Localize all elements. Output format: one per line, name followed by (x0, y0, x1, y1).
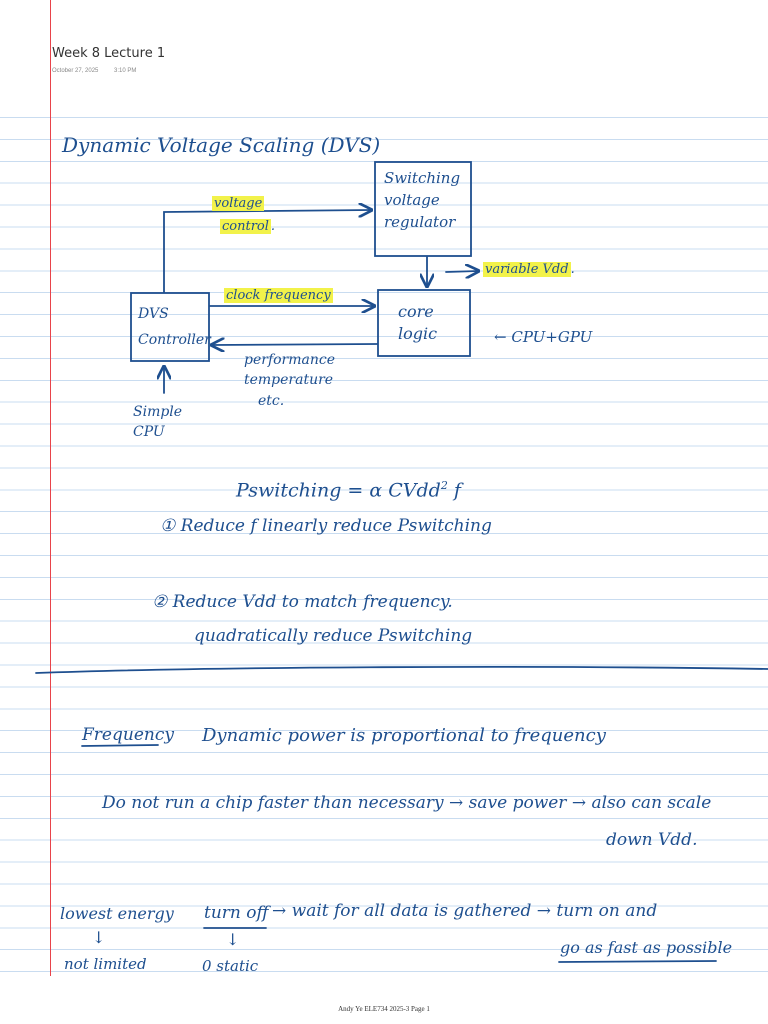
page-time: 3:10 PM (114, 68, 137, 74)
voltage-control-label: voltage control. (212, 196, 276, 234)
section-divider (35, 666, 768, 674)
page-footer: Andy Ye ELE734 2025-3 Page 1 (338, 1005, 430, 1013)
page-title: Week 8 Lecture 1 (52, 46, 166, 61)
variable-vdd-label: variable Vdd. (483, 262, 575, 277)
turn-off-sequence: → wait for all data is gathered → turn o… (272, 901, 658, 921)
zero-static-label: 0 static (202, 957, 259, 975)
advice-line-2: down Vdd. (606, 830, 698, 850)
core-logic-label: core logic (398, 302, 438, 343)
controller-label: DVS Controller (138, 306, 211, 348)
not-limited-label: not limited (64, 955, 147, 973)
voltage-control-arrow (163, 210, 371, 293)
down-arrow-middle: ↓ (226, 930, 240, 949)
page-date: October 27, 2025 (52, 68, 99, 74)
core-logic-box (377, 289, 471, 357)
point-2: ② Reduce Vdd to match frequency. quadrat… (152, 592, 473, 646)
frequency-text: Dynamic power is proportional to frequen… (202, 725, 606, 746)
margin-line (50, 0, 51, 976)
notes-heading: Dynamic Voltage Scaling (DVS) (62, 133, 381, 157)
go-fast-label: go as fast as possible (560, 938, 733, 957)
lowest-energy-label: lowest energy (60, 904, 174, 923)
cpu-gpu-label: ← CPU+GPU (494, 328, 593, 346)
power-formula: Pswitching = α CVdd2 f (236, 479, 461, 502)
down-arrow-left: ↓ (92, 928, 106, 947)
feedback-label: performance temperature etc. (244, 352, 336, 409)
ruled-lines (0, 117, 768, 977)
clock-frequency-label: clock frequency (224, 288, 333, 303)
feedback-arrow (212, 344, 378, 345)
turn-off-label: turn off (204, 903, 269, 923)
page-meta: October 27, 2025 3:10 PM (52, 68, 150, 74)
point-1: ① Reduce f linearly reduce Pswitching (160, 516, 492, 536)
frequency-underline (81, 744, 159, 747)
regulator-box (374, 161, 472, 257)
frequency-label: Frequency (82, 725, 174, 745)
regulator-label: Switching voltage regulator (384, 169, 461, 231)
simple-cpu-label: Simple CPU (133, 404, 183, 441)
controller-box (130, 292, 210, 362)
variable-vdd-arrow (445, 271, 478, 272)
advice-line-1: Do not run a chip faster than necessary … (102, 793, 712, 813)
go-fast-underline (558, 960, 717, 963)
